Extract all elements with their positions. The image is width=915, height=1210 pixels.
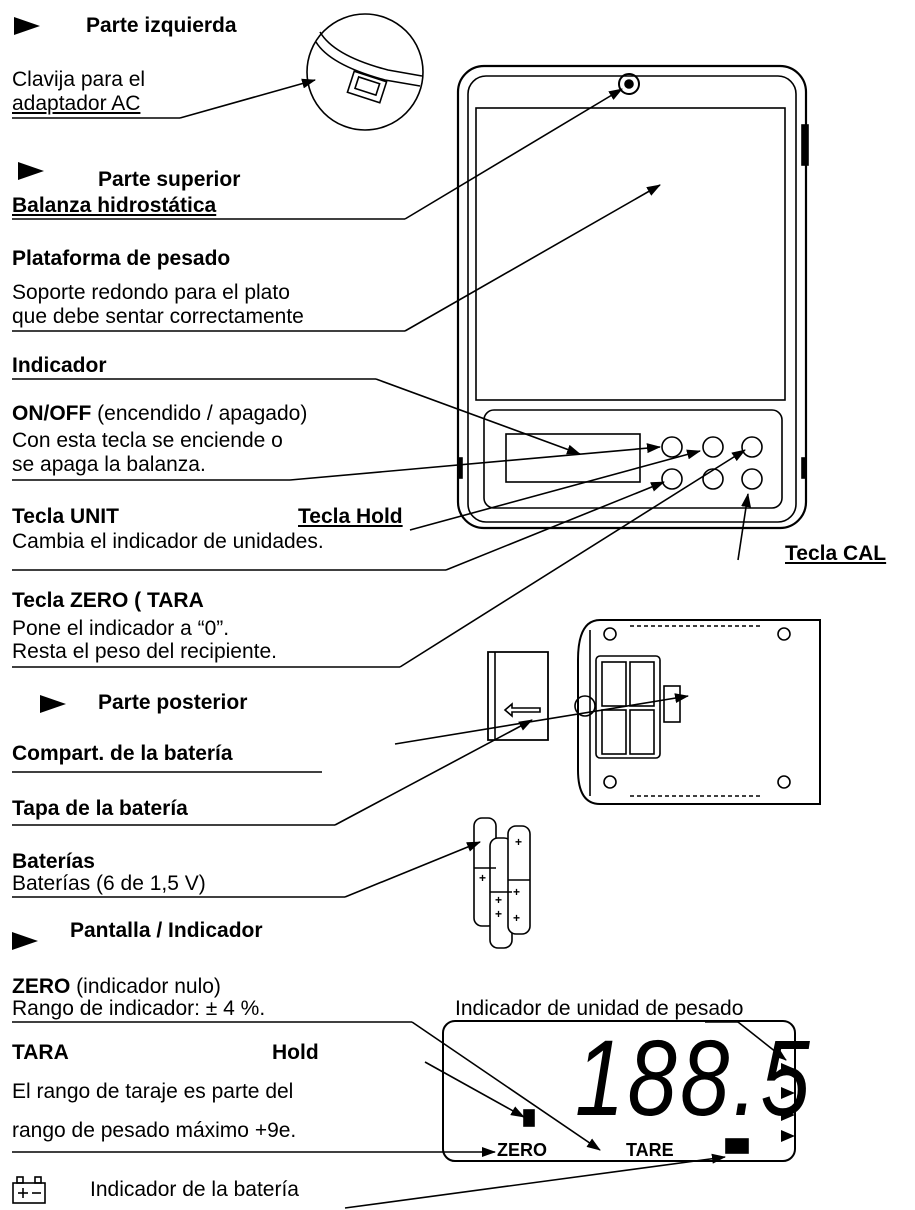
zero-bold: ZERO: [12, 975, 71, 998]
svg-text:+: +: [495, 893, 502, 907]
display-window: [505, 433, 641, 483]
tare-indicator-mark: [523, 1109, 535, 1127]
cal-key: [741, 468, 763, 490]
svg-text:+: +: [479, 871, 486, 885]
onoff-line2: Con esta tecla se enciende o: [12, 429, 283, 452]
platform-desc-line1: Soporte redondo para el plato: [12, 281, 290, 304]
platform-title: Plataforma de pesado: [12, 247, 231, 270]
ac-jack-label-line1: Clavija para el: [12, 68, 146, 91]
svg-text:+: +: [515, 835, 522, 849]
cal-key-label: Tecla CAL: [785, 542, 887, 565]
onoff-rest: (encendido / apagado): [91, 402, 308, 425]
battery-legend-icon: [12, 1176, 46, 1204]
unit-indicator-label: Indicador de unidad de pesado: [455, 997, 744, 1020]
zero-key-label: Tecla ZERO ( TARA: [12, 589, 204, 612]
lcd-weight-value: 188.5: [575, 1017, 814, 1138]
hydrostatic-label: Balanza hidrostática: [12, 194, 217, 217]
bullet-triangle-icon: [14, 17, 40, 35]
section-screen: Pantalla / Indicador: [70, 919, 263, 942]
lcd-battery-icon: [725, 1138, 749, 1154]
lcd-tare-label: TARE: [626, 1140, 674, 1160]
batteries-title: Baterías: [12, 850, 95, 873]
indicator-label: Indicador: [12, 354, 107, 377]
battery-indicator-label: Indicador de la batería: [90, 1178, 299, 1201]
unit-key: [661, 468, 683, 490]
onoff-line3: se apaga la balanza.: [12, 453, 206, 476]
svg-text:+: +: [513, 885, 520, 899]
onoff-bold: ON/OFF: [12, 402, 92, 425]
onoff-line1: ON/OFF (encendido / apagado): [12, 402, 307, 426]
unit-key-label: Tecla UNIT: [12, 505, 119, 528]
platform-screw: [618, 73, 640, 95]
ac-jack-label-line2: adaptador AC: [12, 92, 141, 115]
ac-jack-detail-circle: [306, 13, 424, 131]
bullet-triangle-icon: [40, 695, 66, 713]
unit-key-desc: Cambia el indicador de unidades.: [12, 530, 324, 553]
zero-rest: (indicador nulo): [70, 975, 221, 998]
bullet-triangle-icon: [12, 932, 38, 950]
hold-key: [702, 436, 724, 458]
tare-range-line1: El rango de taraje es parte del: [12, 1080, 294, 1103]
zero-range: Rango de indicador: ± 4 %.: [12, 997, 266, 1020]
section-back-part: Parte posterior: [98, 691, 248, 714]
lcd-frame: [442, 1020, 796, 1162]
tare-range-line2: rango de pesado máximo +9e.: [12, 1119, 297, 1142]
zero-line1: ZERO (indicador nulo): [12, 975, 221, 999]
scale-body: [456, 64, 808, 530]
zero-key-desc2: Resta el peso del recipiente.: [12, 640, 277, 663]
platform-desc-line2: que debe sentar correctamente: [12, 305, 304, 328]
svg-text:+: +: [495, 907, 502, 921]
hold-key-label: Tecla Hold: [298, 505, 403, 528]
battery-cover-label: Tapa de la batería: [12, 797, 188, 820]
batteries-desc: Baterías (6 de 1,5 V): [12, 872, 206, 895]
zero-key-desc1: Pone el indicador a “0”.: [12, 617, 230, 640]
battery-compartment-label: Compart. de la batería: [12, 742, 233, 765]
tara-label: TARA: [12, 1041, 69, 1064]
section-top-part: Parte superior: [98, 168, 241, 191]
bullet-triangle-icon: [18, 162, 44, 180]
zero-key: [741, 436, 763, 458]
weighing-platform: [475, 107, 786, 401]
section-left-part: Parte izquierda: [86, 14, 237, 37]
svg-text:+: +: [513, 911, 520, 925]
lcd-zero-label: ZERO: [497, 1140, 548, 1160]
key-5: [702, 468, 724, 490]
hold-label: Hold: [272, 1041, 319, 1064]
onoff-key: [661, 436, 683, 458]
